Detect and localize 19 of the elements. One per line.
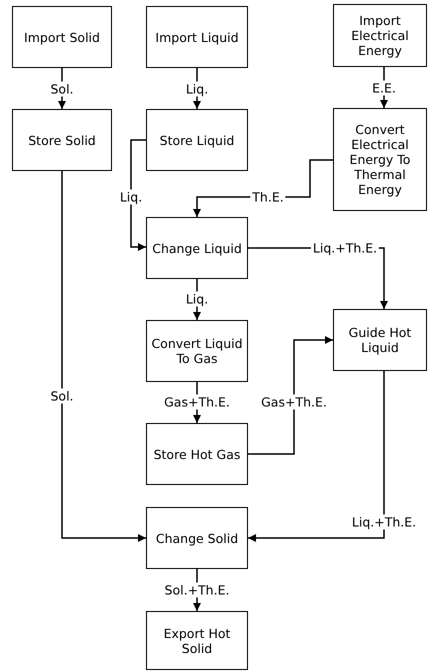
process-box: Convert Electrical Energy To Thermal Energy xyxy=(333,108,427,211)
process-box: Guide Hot Liquid xyxy=(333,309,427,371)
edge-label: Th.E. xyxy=(250,190,286,204)
process-box: Import Electrical Energy xyxy=(333,4,427,67)
process-box: Change Solid xyxy=(146,507,248,569)
arrow xyxy=(61,171,146,542)
process-box: Change Liquid xyxy=(146,217,248,279)
process-box: Store Liquid xyxy=(146,109,248,171)
process-box: Import Liquid xyxy=(146,6,248,68)
process-box: Export Hot Solid xyxy=(146,611,248,670)
arrow xyxy=(248,371,385,542)
edge-label: Liq.+Th.E. xyxy=(310,240,380,256)
process-box: Import Solid xyxy=(12,6,112,68)
process-box: Convert Liquid To Gas xyxy=(146,320,248,382)
process-box: Store Solid xyxy=(12,109,112,171)
arrow xyxy=(248,336,333,455)
process-box: Store Hot Gas xyxy=(146,423,248,485)
arrow xyxy=(130,139,146,251)
edge-label: Sol.+Th.E. xyxy=(162,582,232,598)
